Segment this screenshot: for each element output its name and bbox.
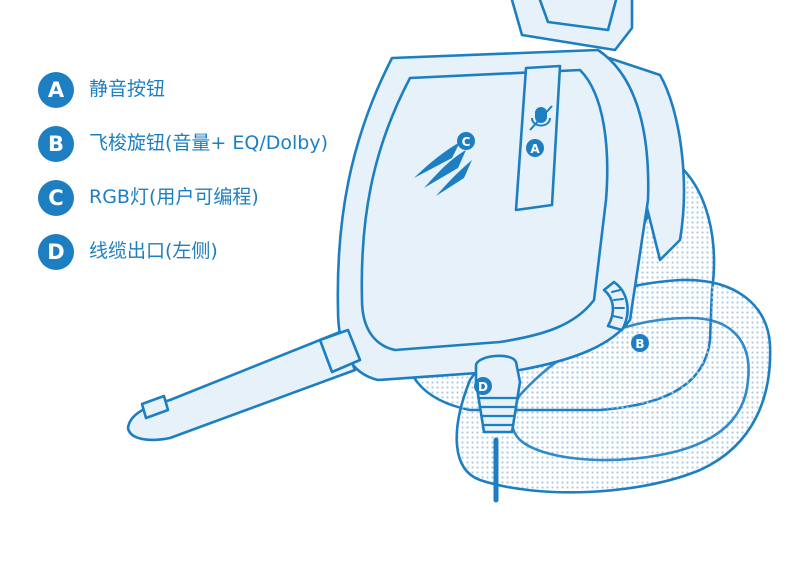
callout-a-text: A xyxy=(530,142,540,156)
cable-connector xyxy=(474,354,522,434)
boom-hinge xyxy=(318,328,362,374)
legend-label-a: 静音按钮 xyxy=(89,78,166,100)
callout-c-text: C xyxy=(462,135,471,149)
callout-d: D xyxy=(474,377,492,395)
callout-b-text: B xyxy=(635,337,644,351)
badge-a: A xyxy=(38,72,74,108)
badge-d: D xyxy=(38,234,74,270)
callout-a: A xyxy=(526,139,544,157)
corsair-logo xyxy=(414,142,472,196)
legend-label-c: RGB灯(用户可编程) xyxy=(89,186,259,208)
mic-mute-icon xyxy=(529,105,553,131)
connector-ridges xyxy=(478,396,518,427)
callout-d-text: D xyxy=(478,380,488,394)
boom-mic xyxy=(126,330,357,442)
legend-label-b: 飞梭旋钮(音量+ EQ/Dolby) xyxy=(89,132,328,154)
headband-inner xyxy=(538,0,618,32)
callout-b: B xyxy=(631,334,649,352)
jog-wheel-ridges xyxy=(611,289,625,319)
ear-cup-face xyxy=(360,68,609,352)
callout-c: C xyxy=(457,132,475,150)
badge-c: C xyxy=(38,180,74,216)
control-strip xyxy=(514,64,562,212)
badge-b: B xyxy=(38,126,74,162)
boom-mic-tip xyxy=(140,394,170,420)
legend-label-d: 线缆出口(左侧) xyxy=(89,240,218,262)
